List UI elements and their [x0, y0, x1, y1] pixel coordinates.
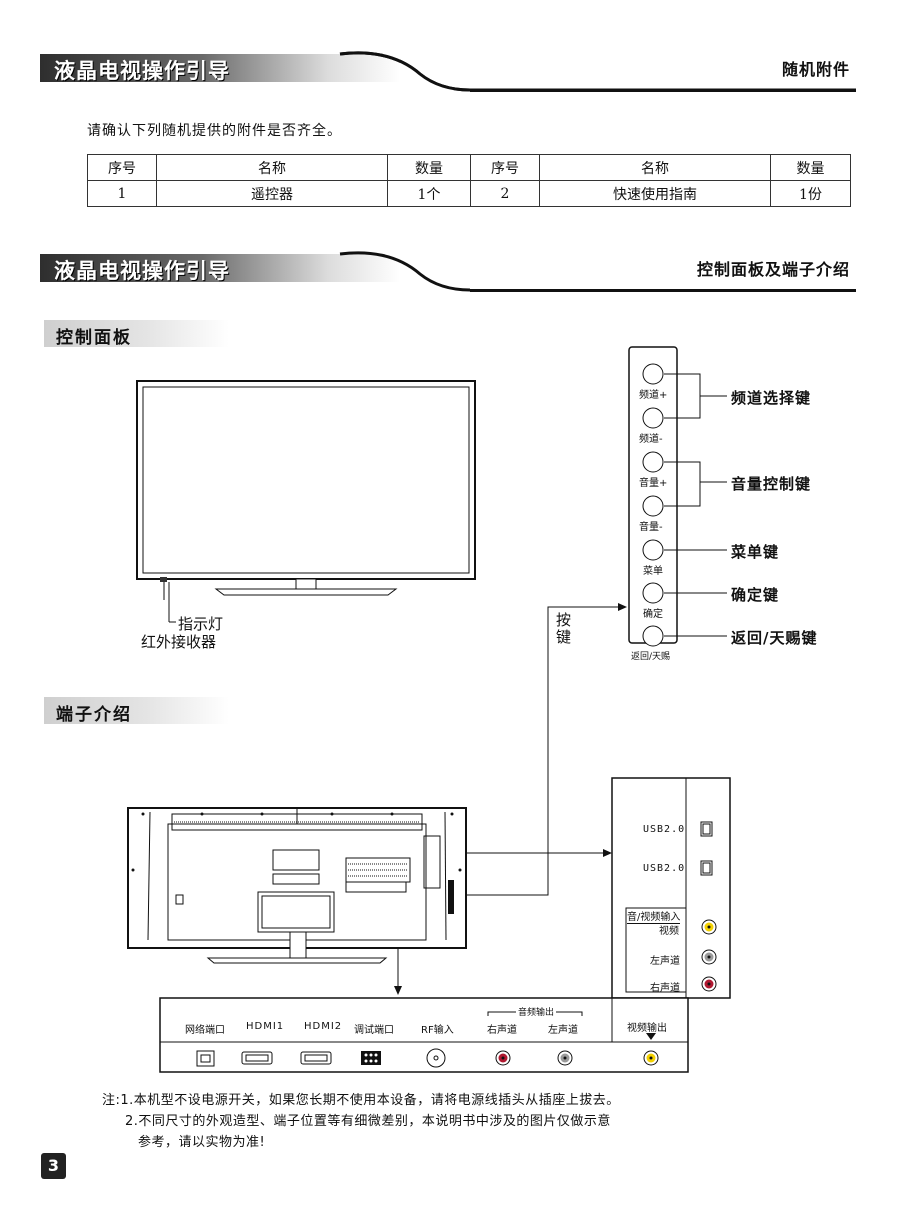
- button-label-back: 返回/天赐: [631, 652, 671, 662]
- group-back-key: 返回/天赐键: [731, 629, 818, 647]
- subheading-text: 端子介绍: [56, 705, 132, 725]
- table-cell: 遥控器: [156, 180, 388, 207]
- button-label-ok: 确定: [643, 609, 663, 620]
- banner-title: 液晶电视操作引导: [54, 59, 230, 83]
- button-label-channel-up: 频道+: [639, 390, 668, 401]
- accessories-table: 序号 名称 数量 序号 名称 数量 1 遥控器 1个 2 快速使用指南 1份: [87, 154, 851, 207]
- subheading-text: 控制面板: [56, 328, 132, 348]
- keys-label: 按键: [556, 611, 572, 646]
- note-line-3: 参考，请以实物为准!: [138, 1135, 266, 1150]
- table-cell: 2: [470, 180, 540, 207]
- subheading-control-panel: 控制面板: [44, 320, 229, 348]
- banner-swoosh: [339, 251, 856, 292]
- port-label-audio-right: 右声道: [487, 1025, 517, 1036]
- av-input-title: 音/视频输入: [627, 908, 681, 924]
- port-label-network: 网络端口: [185, 1025, 225, 1036]
- table-header-row: 序号 名称 数量 序号 名称 数量: [87, 154, 851, 181]
- banner-swoosh: [339, 51, 856, 92]
- port-label-hdmi2: HDMI2: [304, 1021, 343, 1032]
- usb-label-2: USB2.0: [643, 863, 686, 874]
- port-label-video-out: 视频输出: [627, 1023, 667, 1034]
- note-line-1: 注:1.本机型不设电源开关，如果您长期不使用本设备，请将电源线插头从插座上拔去。: [102, 1093, 620, 1108]
- note-line-2: 2.不同尺寸的外观造型、端子位置等有细微差别，本说明书中涉及的图片仅做示意: [125, 1114, 611, 1129]
- table-header-cell: 名称: [156, 154, 388, 181]
- banner-plate: [40, 54, 400, 82]
- bottom-terminal-panel: [159, 997, 689, 1073]
- accessories-intro: 请确认下列随机提供的附件是否齐全。: [87, 123, 342, 139]
- section-banner-controls: 液晶电视操作引导 控制面板及端子介绍: [40, 244, 856, 292]
- group-menu-key: 菜单键: [731, 543, 780, 561]
- banner-title: 液晶电视操作引导: [54, 259, 230, 283]
- banner-plate: [40, 254, 400, 282]
- button-label-menu: 菜单: [643, 566, 663, 577]
- button-label-volume-down: 音量-: [639, 522, 663, 533]
- banner-right-label: 控制面板及端子介绍: [696, 260, 850, 279]
- subheading-terminals: 端子介绍: [44, 697, 229, 725]
- usb-label-1: USB2.0: [643, 824, 686, 835]
- port-label-debug: 调试端口: [354, 1025, 394, 1036]
- button-label-volume-up: 音量+: [639, 478, 668, 489]
- section-banner-accessories: 液晶电视操作引导 随机附件: [40, 44, 856, 92]
- group-volume-control: 音量控制键: [731, 475, 812, 493]
- tv-back-illustration: [127, 807, 467, 964]
- control-button-strip: [628, 346, 727, 647]
- table-header-cell: 数量: [770, 154, 851, 181]
- page-number: 3: [41, 1153, 66, 1179]
- table-cell: 1: [87, 180, 157, 207]
- av-left-label: 左声道: [650, 956, 680, 967]
- side-terminal-panel: [611, 777, 731, 999]
- table-cell: 快速使用指南: [539, 180, 771, 207]
- table-cell: 1份: [770, 180, 851, 207]
- tv-front-illustration: [136, 380, 476, 623]
- group-channel-select: 频道选择键: [731, 389, 812, 407]
- port-label-audio-left: 左声道: [548, 1025, 578, 1036]
- port-label-rf: RF输入: [421, 1025, 454, 1036]
- av-video-label: 视频: [659, 926, 679, 937]
- table-cell: 1个: [387, 180, 471, 207]
- group-ok-key: 确定键: [731, 586, 780, 604]
- banner-right-label: 随机附件: [781, 60, 850, 79]
- table-row: 1 遥控器 1个 2 快速使用指南 1份: [87, 180, 851, 207]
- table-header-cell: 名称: [539, 154, 771, 181]
- av-right-label: 右声道: [650, 983, 680, 994]
- ir-receiver-label: 红外接收器: [141, 633, 217, 651]
- port-label-audio-out: 音频输出: [516, 1005, 557, 1018]
- table-header-cell: 数量: [387, 154, 471, 181]
- button-label-channel-down: 频道-: [639, 434, 663, 445]
- indicator-label: 指示灯: [178, 615, 224, 633]
- table-header-cell: 序号: [470, 154, 540, 181]
- port-label-hdmi1: HDMI1: [246, 1021, 285, 1032]
